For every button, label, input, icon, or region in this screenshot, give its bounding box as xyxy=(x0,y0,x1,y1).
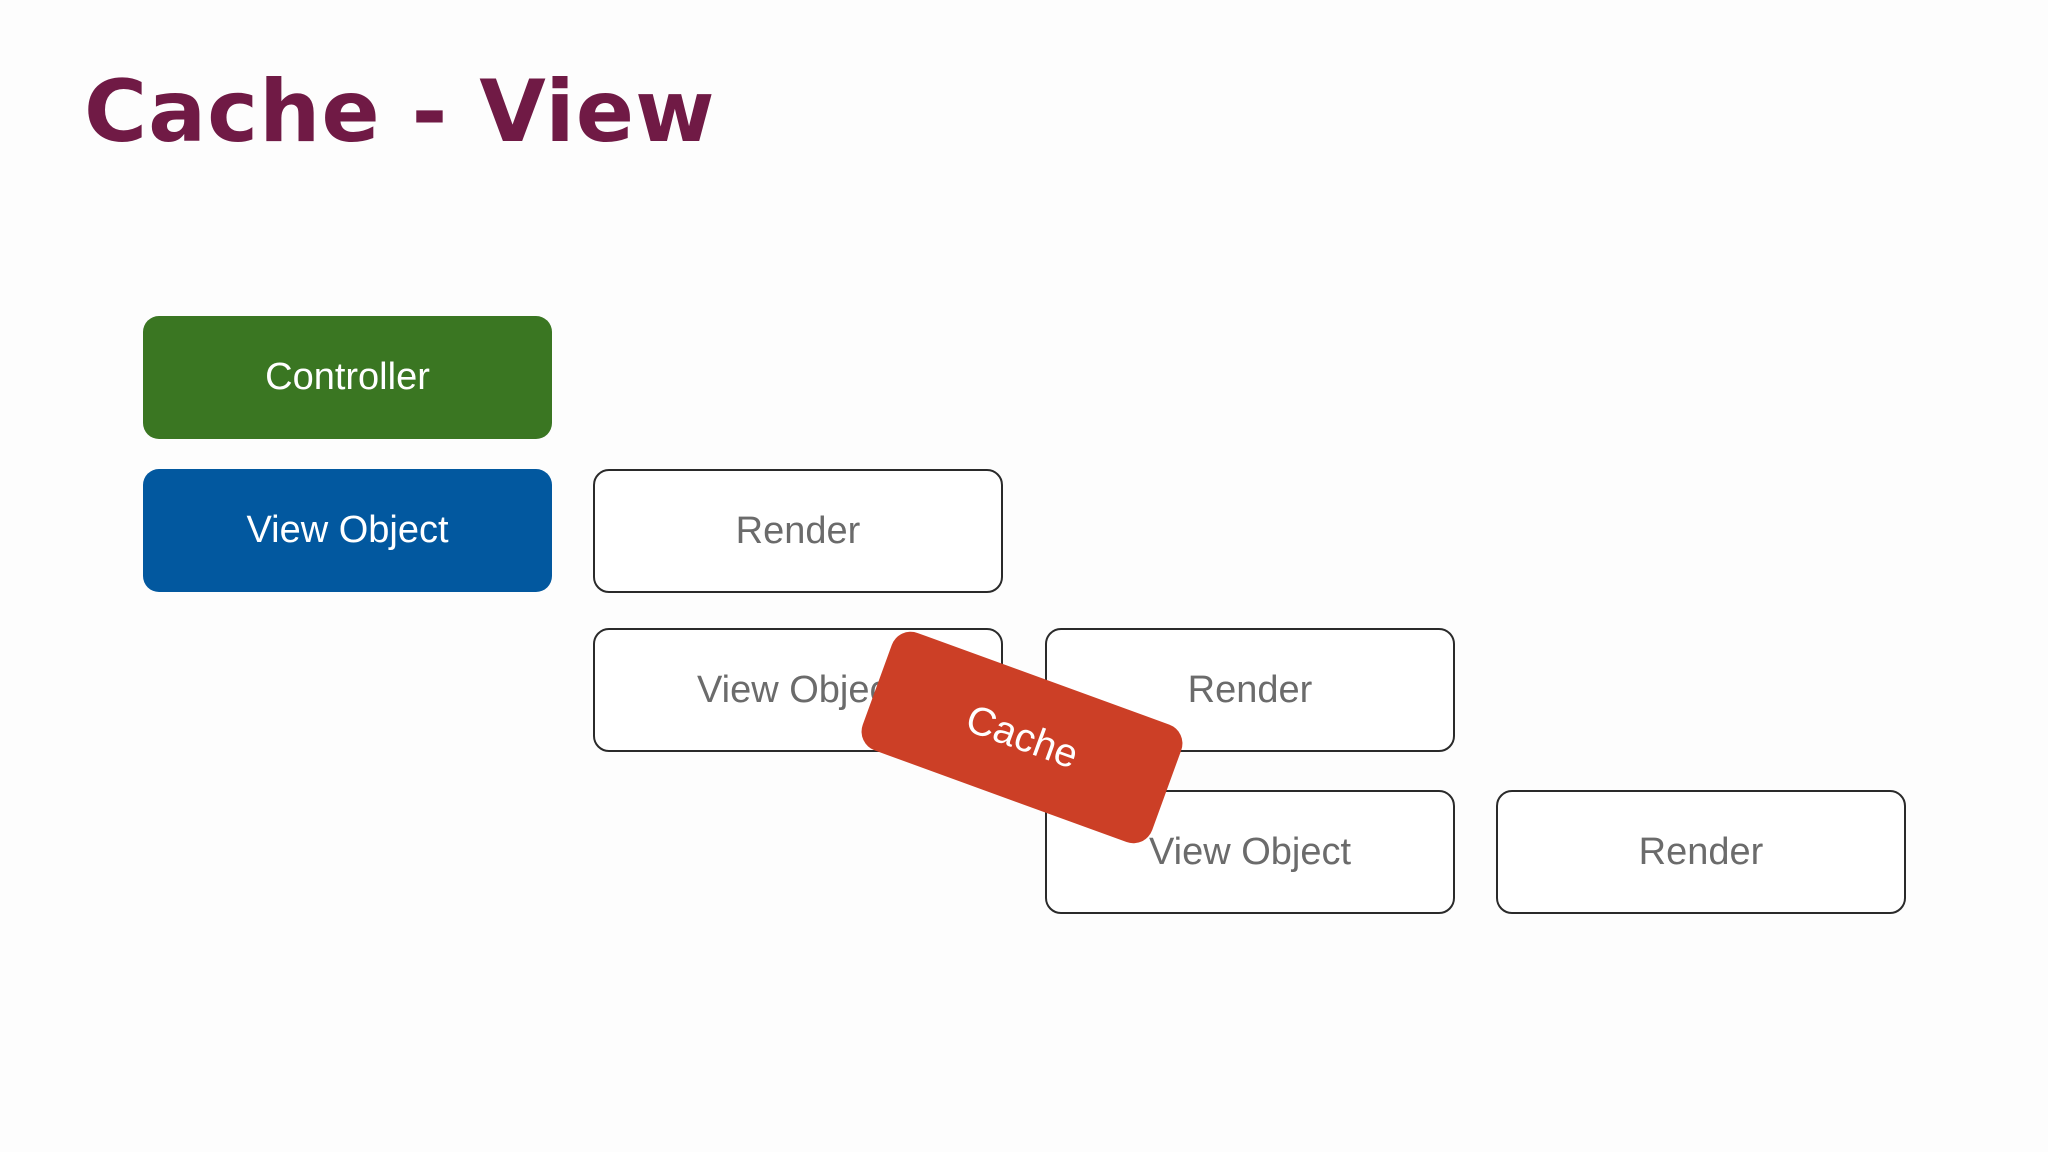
view-object-label-row2: View Object xyxy=(696,668,900,711)
view-object-label-row3: View Object xyxy=(1148,830,1352,873)
render-label-row1: Render xyxy=(735,509,861,552)
render-box-row2: Render xyxy=(1045,628,1455,752)
slide-title: Cache - View xyxy=(84,62,716,162)
render-box-row1: Render xyxy=(593,469,1003,593)
view-object-box: View Object xyxy=(143,469,552,592)
render-label-row3: Render xyxy=(1638,830,1764,873)
cache-label: Cache xyxy=(960,696,1085,778)
controller-box: Controller xyxy=(143,316,552,439)
view-object-label: View Object xyxy=(246,509,449,551)
render-box-row3: Render xyxy=(1496,790,1906,914)
controller-label: Controller xyxy=(265,356,430,398)
render-label-row2: Render xyxy=(1187,668,1313,711)
